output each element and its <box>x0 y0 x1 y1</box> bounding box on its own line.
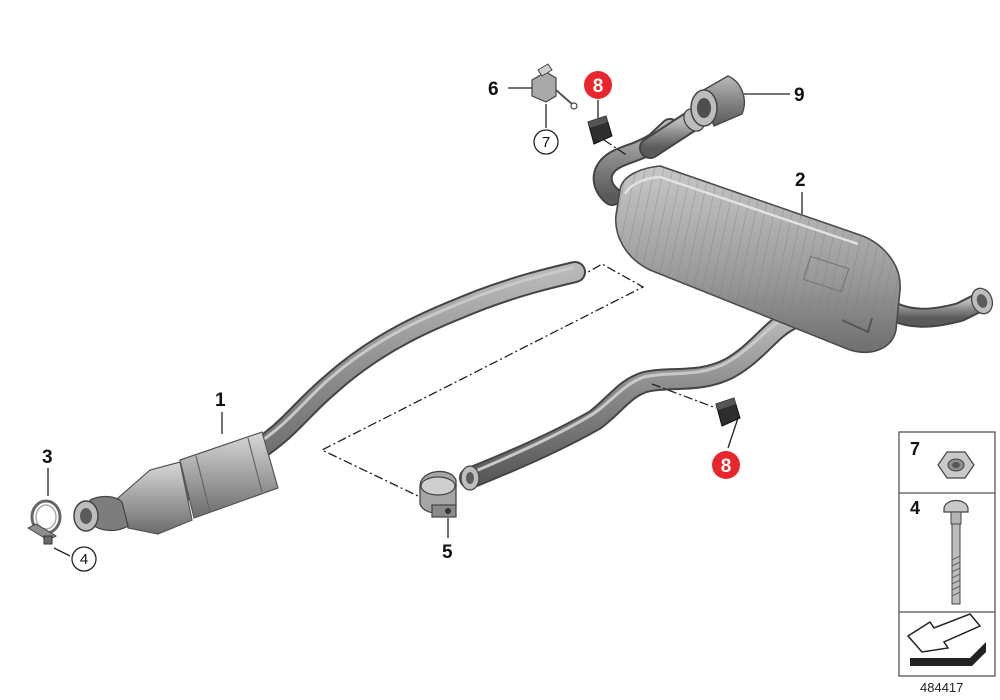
dashed-connection-outline <box>320 263 645 497</box>
callout-part-4-circle: 4 <box>71 546 97 572</box>
document-number: 484417 <box>920 680 963 695</box>
carriage-bolt-icon <box>943 499 969 605</box>
orientation-arrow-icon <box>906 613 986 666</box>
callout-part-8-bottom: 8 <box>721 456 732 477</box>
highlight-badge-part-8-top: 8 <box>584 71 612 99</box>
hardware-side-panel: 7 4 <box>898 431 996 677</box>
callout-part-4: 4 <box>80 551 88 568</box>
callout-part-9: 9 <box>794 85 805 106</box>
callout-part-8-top: 8 <box>593 76 604 97</box>
callout-part-7-circle: 7 <box>533 129 559 155</box>
rubber-mount-part-8-top <box>587 115 613 145</box>
callout-part-2: 2 <box>795 170 806 191</box>
pipe-clamp-part-5 <box>419 470 457 518</box>
callout-part-7: 7 <box>542 134 550 151</box>
callout-part-5: 5 <box>442 542 453 563</box>
catalytic-converter <box>73 431 279 535</box>
highlight-badge-part-8-bottom: 8 <box>712 451 740 479</box>
callout-part-6: 6 <box>488 79 499 100</box>
clamp-bolt-part-4 <box>26 523 58 545</box>
rear-connecting-pipe <box>459 309 801 491</box>
exhaust-tip-part-9 <box>690 75 745 127</box>
panel-item-bolt-label: 4 <box>910 498 920 518</box>
hanger-bracket-part-6 <box>531 63 578 110</box>
rear-muffler-part-2 <box>592 108 994 353</box>
panel-item-nut-label: 7 <box>910 439 920 459</box>
callout-part-1: 1 <box>215 390 226 411</box>
callout-part-3: 3 <box>42 447 53 468</box>
rubber-mount-part-8-bottom <box>715 397 741 427</box>
hex-nut-icon <box>937 451 975 479</box>
front-pipe-part-1 <box>73 261 586 535</box>
callout-labels: 1 2 3 5 6 9 4 7 8 8 <box>42 71 806 572</box>
leader-lines <box>47 87 803 557</box>
